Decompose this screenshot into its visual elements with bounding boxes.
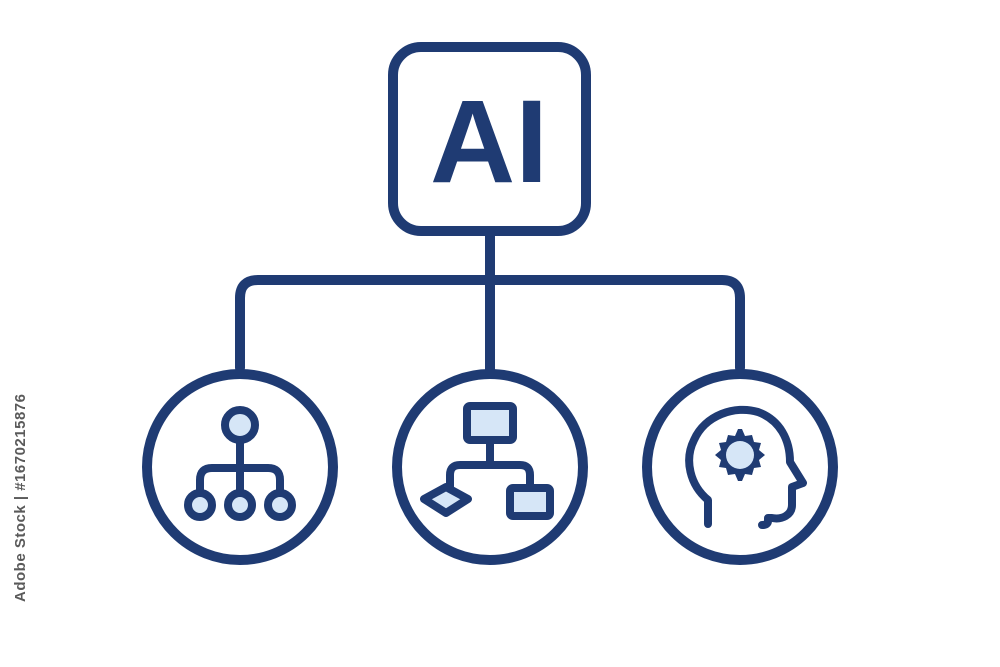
stock-watermark: Adobe Stock | #1670215876 bbox=[12, 394, 29, 602]
flowchart-icon bbox=[420, 402, 554, 520]
hierarchy-network-icon bbox=[184, 406, 296, 521]
connector-lines bbox=[235, 226, 745, 377]
root-box bbox=[388, 42, 591, 236]
watermark-text: Adobe Stock | #1670215876 bbox=[12, 394, 29, 602]
child-node-1 bbox=[142, 369, 338, 565]
head-gear-icon bbox=[685, 405, 807, 529]
child-node-2 bbox=[392, 369, 588, 565]
gear-center bbox=[726, 441, 754, 469]
child-node-3 bbox=[642, 369, 838, 565]
root-node: AI bbox=[388, 42, 591, 236]
connector-branch-bar bbox=[235, 275, 745, 373]
root-label: AI bbox=[430, 76, 548, 208]
head-profile-outline bbox=[685, 405, 807, 529]
